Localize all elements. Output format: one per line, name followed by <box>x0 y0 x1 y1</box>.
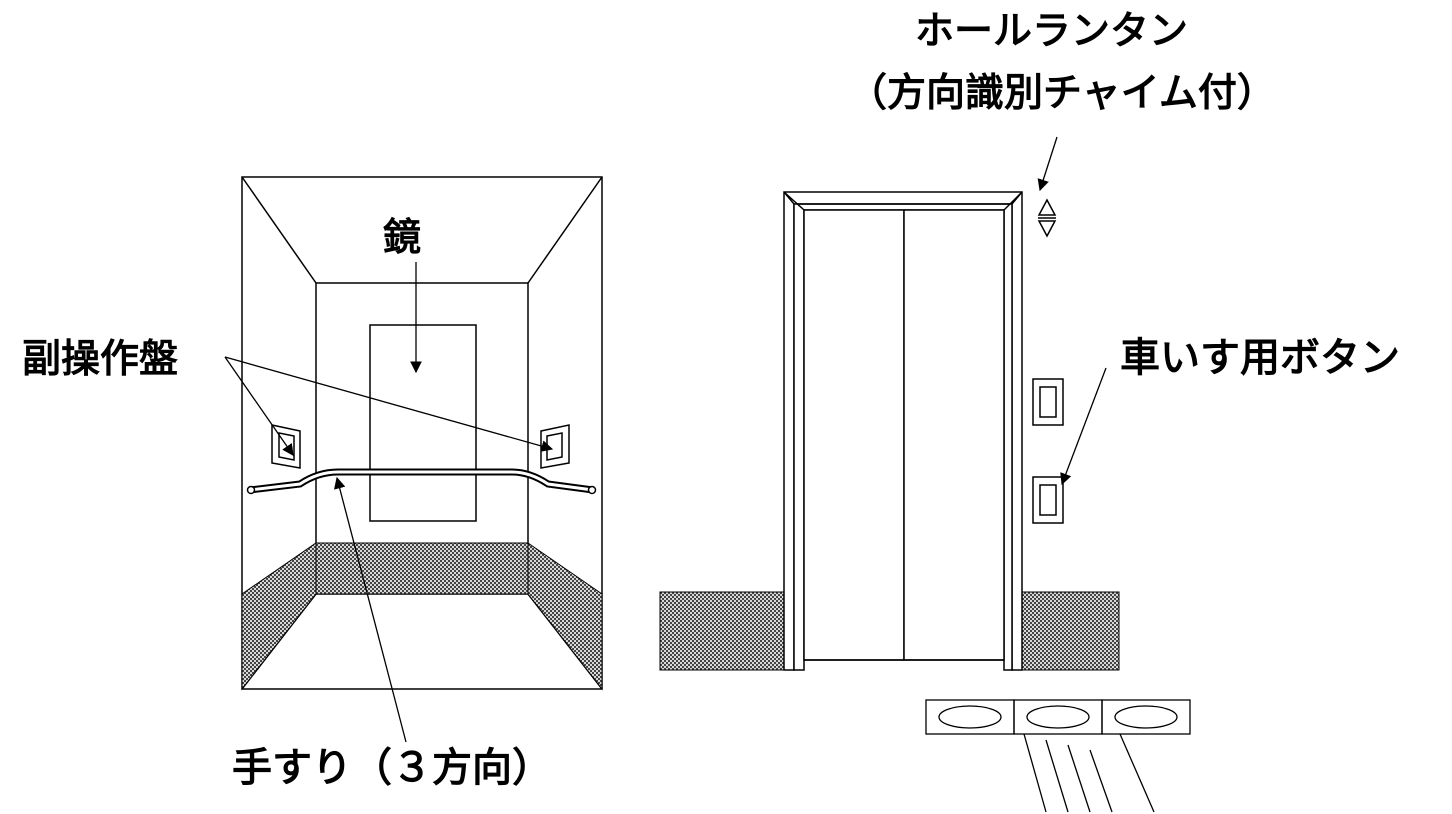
lantern-up-arrow <box>1037 198 1057 216</box>
handrail-label: 手すり（３方向） <box>232 745 552 791</box>
handrail-end-right <box>587 485 597 495</box>
ceiling-edge-right <box>527 176 603 284</box>
tactile-line-3 <box>1067 744 1091 813</box>
tactile-dot-3 <box>1114 705 1178 729</box>
door-leaf-left <box>803 209 905 661</box>
lantern-arrow <box>1037 136 1058 192</box>
call-button-standard-inner <box>1039 386 1057 418</box>
hall-lantern-icon <box>1037 198 1057 238</box>
door-frame-right <box>1003 191 1023 671</box>
car-outer-frame <box>241 176 603 690</box>
hall-kickplate-right <box>1021 591 1120 671</box>
lantern-down-arrow <box>1037 220 1057 238</box>
kickplate-back <box>315 542 529 595</box>
kickplate-right <box>527 542 603 691</box>
tactile-line-2 <box>1045 739 1069 813</box>
tactile-paving <box>925 699 1191 813</box>
wheelchair-call-button-inner <box>1039 484 1057 516</box>
leader-lines <box>224 136 1107 743</box>
door-leaf-right <box>903 209 1005 661</box>
sub-panel-arrow-left <box>224 356 294 456</box>
sub-panel-arrow-right <box>224 356 554 452</box>
hall-lantern-label: ホールランタン <box>915 9 1189 54</box>
handrail-arrow <box>334 476 407 743</box>
mirror <box>369 324 477 522</box>
tactile-dot-1 <box>938 705 1002 729</box>
mirror-label: 鏡 <box>383 215 422 259</box>
tactile-line-1 <box>1023 733 1047 813</box>
ceiling-edge-left <box>241 176 317 284</box>
hall-kickplate-left <box>659 591 785 671</box>
handrail-end-left <box>246 485 256 495</box>
elevator-door <box>783 191 1023 671</box>
wheelchair-button-label: 車いす用ボタン <box>1120 335 1400 381</box>
hall-lantern-sublabel: （方向識別チャイム付） <box>848 71 1276 116</box>
handrail-bar-inner <box>249 470 594 492</box>
tactile-line-5 <box>1119 733 1155 813</box>
hall-call-buttons <box>1032 378 1064 524</box>
tactile-dot-2 <box>1026 705 1090 729</box>
car-kickplates <box>241 542 603 691</box>
door-frame-left <box>783 191 805 671</box>
handrail <box>246 468 597 495</box>
wheelchair-button-arrow <box>1060 367 1107 486</box>
tactile-block-3 <box>1101 699 1191 735</box>
kickplate-left <box>241 542 317 691</box>
sub-panel-right-inner <box>546 432 563 461</box>
tactile-line-4 <box>1089 749 1113 813</box>
sub-panel-label: 副操作盤 <box>22 337 179 382</box>
